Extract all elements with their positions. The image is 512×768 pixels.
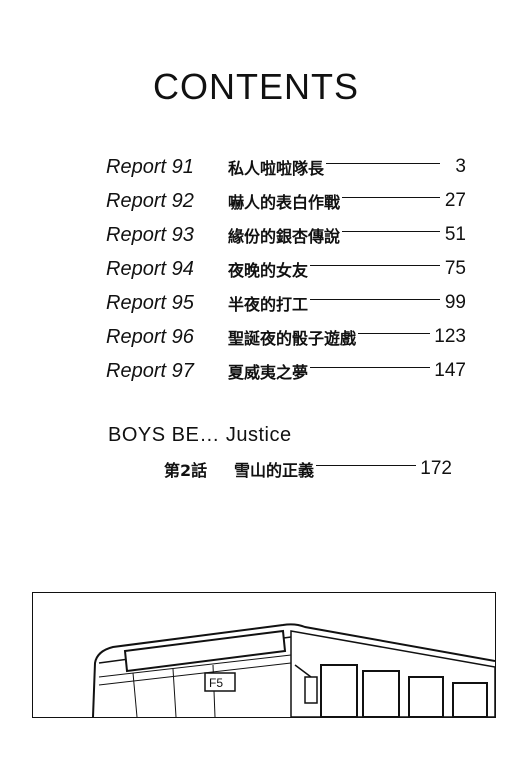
toc-row[interactable]: Report 94 夜晚的女友 75 xyxy=(106,252,466,286)
toc-row[interactable]: Report 96 聖誕夜的骰子遊戲 123 xyxy=(106,320,466,354)
leader-line xyxy=(316,464,417,466)
toc-row[interactable]: Report 93 緣份的銀杏傳說 51 xyxy=(106,218,466,252)
leader-line xyxy=(326,162,440,164)
report-number: Report 97 xyxy=(106,359,194,382)
page-number: 123 xyxy=(434,326,466,347)
leader-line xyxy=(342,230,440,232)
leader-line xyxy=(358,332,431,334)
page-number: 27 xyxy=(444,190,466,211)
report-number: Report 96 xyxy=(106,325,194,348)
chapter-title: 聖誕夜的骰子遊戲 xyxy=(228,329,357,348)
report-number: Report 92 xyxy=(106,189,194,212)
bus-illustration: F5 xyxy=(92,623,495,717)
chapter-title: 半夜的打工 xyxy=(228,295,309,314)
episode-label: 第2話 xyxy=(164,461,208,480)
page-number: 51 xyxy=(444,224,466,245)
extra-story-section: BOYS BE… Justice 第2話 雪山的正義 172 xyxy=(108,424,452,484)
leader-line xyxy=(310,366,431,368)
report-number: Report 93 xyxy=(106,223,194,246)
chapter-title: 私人啦啦隊長 xyxy=(228,159,325,178)
report-number: Report 94 xyxy=(106,257,194,280)
page-number: 75 xyxy=(444,258,466,279)
report-number: Report 91 xyxy=(106,155,194,178)
bus-route-sign: F5 xyxy=(209,676,223,690)
page-number: 147 xyxy=(434,360,466,381)
page-number: 172 xyxy=(420,458,452,479)
leader-line xyxy=(310,298,440,300)
chapter-title: 夜晚的女友 xyxy=(228,261,309,280)
toc-row[interactable]: Report 92 嚇人的表白作戰 27 xyxy=(106,184,466,218)
contents-title: CONTENTS xyxy=(153,66,359,107)
toc-row[interactable]: Report 95 半夜的打工 99 xyxy=(106,286,466,320)
extra-episode-row[interactable]: 第2話 雪山的正義 172 xyxy=(108,454,452,484)
table-of-contents: Report 91 私人啦啦隊長 3 Report 92 嚇人的表白作戰 27 … xyxy=(106,150,466,388)
page-number: 99 xyxy=(444,292,466,313)
extra-series-title: BOYS BE… Justice xyxy=(108,424,292,446)
bus-illustration-panel: F5 xyxy=(32,592,496,718)
chapter-title: 嚇人的表白作戰 xyxy=(228,193,341,212)
episode-title: 雪山的正義 xyxy=(234,461,315,480)
leader-line xyxy=(342,196,440,198)
leader-line xyxy=(310,264,440,266)
toc-row[interactable]: Report 91 私人啦啦隊長 3 xyxy=(106,150,466,184)
chapter-title: 夏威夷之夢 xyxy=(228,363,309,382)
report-number: Report 95 xyxy=(106,291,194,314)
page-number: 3 xyxy=(455,156,466,177)
toc-row[interactable]: Report 97 夏威夷之夢 147 xyxy=(106,354,466,388)
chapter-title: 緣份的銀杏傳說 xyxy=(228,227,341,246)
